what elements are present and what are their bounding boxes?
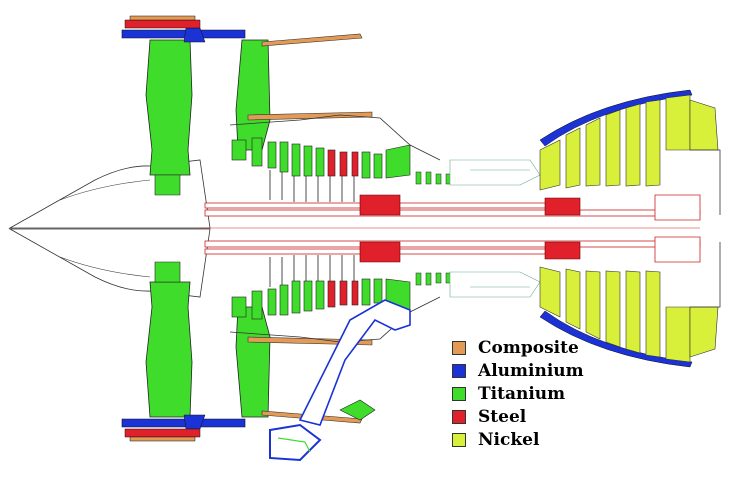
legend-label: Titanium bbox=[478, 383, 566, 404]
legend-item-aluminium: Aluminium bbox=[452, 359, 584, 382]
legend-swatch bbox=[452, 409, 466, 424]
legend-swatch bbox=[452, 386, 466, 401]
accessory-gearbox bbox=[269, 299, 411, 462]
legend-label: Nickel bbox=[478, 429, 540, 450]
legend-label: Composite bbox=[478, 337, 579, 358]
legend-item-titanium: Titanium bbox=[452, 382, 584, 405]
legend-item-nickel: Nickel bbox=[452, 428, 584, 451]
legend-swatch bbox=[452, 340, 466, 355]
legend-label: Steel bbox=[478, 406, 527, 427]
legend-label: Aluminium bbox=[478, 360, 584, 381]
legend-swatch bbox=[452, 363, 466, 378]
legend-item-composite: Composite bbox=[452, 336, 584, 359]
material-legend: Composite Aluminium Titanium Steel Nicke… bbox=[452, 336, 584, 451]
legend-item-steel: Steel bbox=[452, 405, 584, 428]
legend-swatch bbox=[452, 432, 466, 447]
